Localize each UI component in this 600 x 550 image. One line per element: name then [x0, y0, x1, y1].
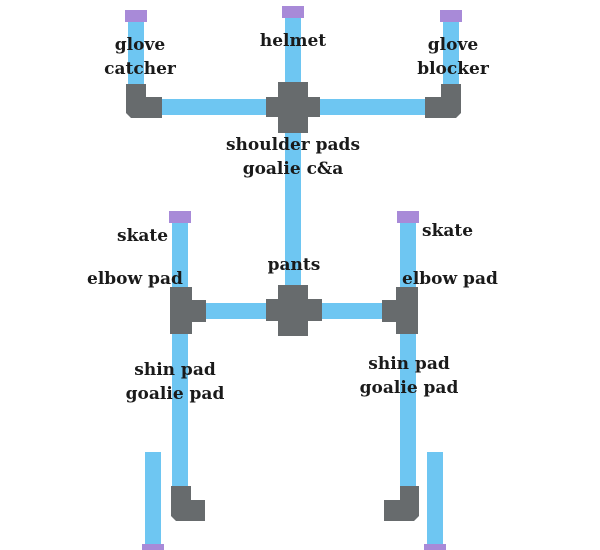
left-glove-pipe [128, 18, 144, 88]
right-stick-pipe [427, 452, 443, 548]
left-shin-pad-label: shin pad goalie pad [125, 360, 225, 404]
caps [125, 6, 462, 550]
right-elbow-pad-label: elbow pad [402, 269, 498, 289]
right-glove-elbow-joint [425, 84, 461, 118]
right-skate-label: skate [422, 221, 474, 241]
right-foot-elbow-joint [384, 486, 419, 521]
shoulder-pads-label: shoulder pads goalie c&a [225, 135, 361, 179]
right-elbow-tee-joint [382, 287, 418, 334]
right-upper-leg-pipe [400, 220, 416, 290]
left-skate-cap [169, 211, 191, 223]
right-skate-cap [397, 211, 419, 223]
glove-catcher-label: glove catcher [104, 35, 176, 79]
joints [126, 82, 461, 521]
pants-cross-joint [266, 285, 322, 336]
left-stick-cap [142, 544, 164, 550]
left-glove-elbow-joint [126, 84, 162, 118]
pants-label: pants [267, 255, 321, 275]
left-lower-leg-pipe [172, 330, 188, 490]
right-glove-cap [440, 10, 462, 22]
helmet-cap [282, 6, 304, 18]
left-glove-cap [125, 10, 147, 22]
right-lower-leg-pipe [400, 330, 416, 490]
right-shin-pad-label: shin pad goalie pad [359, 354, 459, 398]
left-elbow-tee-joint [170, 287, 206, 334]
right-glove-pipe [443, 18, 459, 88]
torso-pipe [285, 120, 301, 290]
left-foot-elbow-joint [171, 486, 205, 521]
shoulder-cross-joint [266, 82, 320, 133]
left-elbow-pad-label: elbow pad [87, 269, 183, 289]
helmet-label: helmet [259, 31, 327, 51]
left-arm-pipe [145, 99, 285, 115]
right-stick-cap [424, 544, 446, 550]
helmet-pipe [285, 16, 301, 102]
glove-blocker-label: glove blocker [417, 35, 489, 79]
left-upper-leg-pipe [172, 220, 188, 290]
left-stick-pipe [145, 452, 161, 548]
left-skate-label: skate [117, 226, 169, 246]
right-arm-pipe [301, 99, 441, 115]
